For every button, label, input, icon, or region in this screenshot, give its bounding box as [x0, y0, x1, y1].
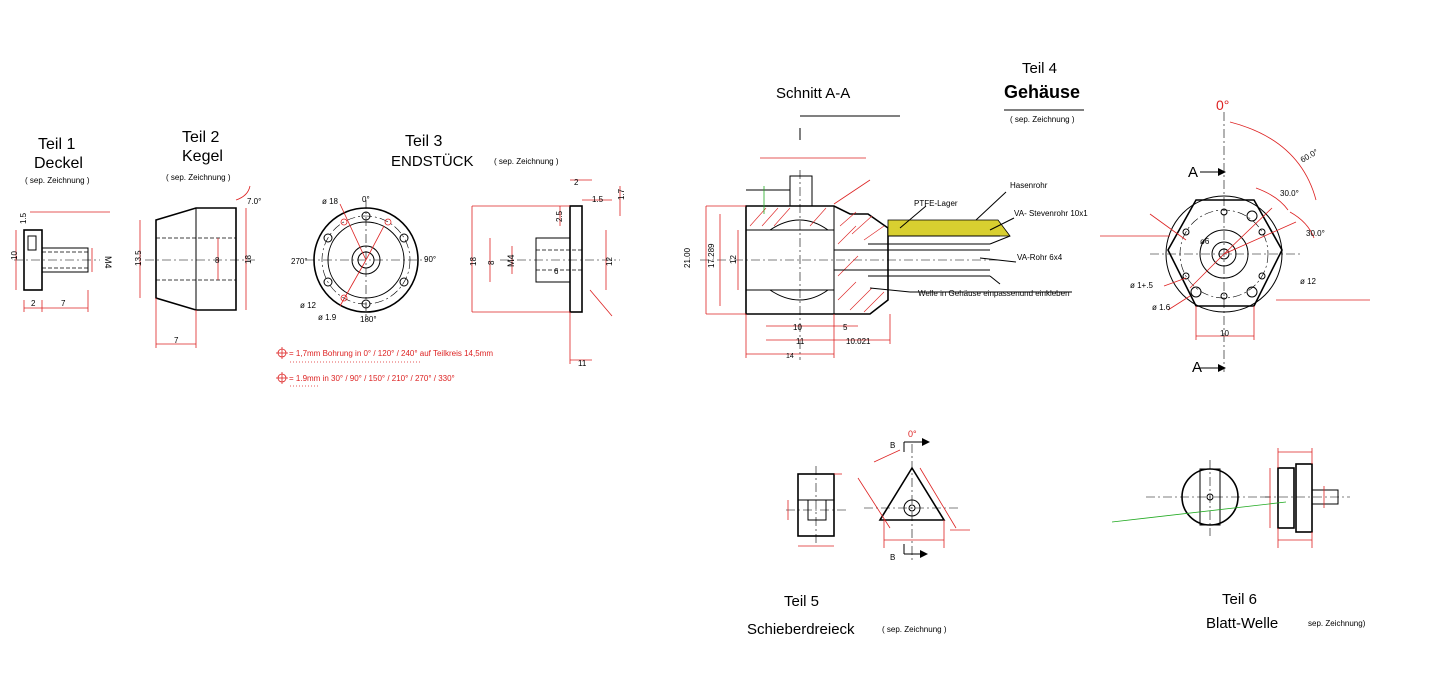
teil3-side-view — [471, 179, 621, 364]
teil4-bolt-holes — [1182, 208, 1266, 300]
teil3-bolt-holes — [323, 211, 409, 309]
schnitt-dim-21: 21.00 — [683, 247, 692, 268]
teil3-dim-1-7: 1.7 — [617, 188, 626, 200]
teil3-dim-6: 6 — [554, 267, 559, 276]
teil5-note: ( sep. Zeichnung ) — [882, 625, 947, 634]
teil4-title: Teil 4 — [1022, 60, 1057, 77]
teil4-dim-d6: ø6 — [1200, 237, 1210, 246]
teil4-note: ( sep. Zeichnung ) — [1010, 115, 1075, 124]
schnitt-dim-12: 12 — [729, 255, 738, 264]
schnitt-dim-11: 11 — [796, 337, 805, 346]
teil2-dim-8: 8 — [215, 256, 220, 265]
teil6-group: Teil 6 Blatt-Welle sep. Zeichnung) — [1111, 448, 1366, 632]
teil2-note: ( sep. Zeichnung ) — [166, 173, 231, 182]
teil3-dim-8: 8 — [487, 260, 496, 265]
teil3-dim-m4: M4 — [506, 254, 516, 267]
schnitt-dim-14: 14 — [786, 353, 794, 360]
schnitt-title: Schnitt A-A — [776, 85, 850, 102]
teil5-name: Schieberdreieck — [747, 621, 855, 638]
teil5-title: Teil 5 — [784, 593, 819, 610]
teil3-bore-note-2: = 1.9mm in 30° / 90° / 150° / 210° / 270… — [289, 374, 455, 383]
teil3-name: ENDSTÜCK — [391, 152, 474, 170]
teil4-dim-d1-5: ø 1+.5 — [1130, 281, 1153, 290]
teil4-group: Teil 4 Gehäuse ( sep. Zeichnung ) — [1004, 60, 1370, 376]
teil4-angle-0: 0° — [1216, 97, 1229, 113]
teil6-side-view — [1111, 448, 1350, 548]
teil2-name: Kegel — [182, 148, 223, 165]
teil5-angle-0: 0° — [908, 429, 917, 439]
teil2-angle: 7.0° — [247, 197, 261, 206]
teil1-dim-1-5: 1.5 — [19, 212, 28, 224]
schnitt-dim-10-021: 10.021 — [846, 337, 871, 346]
teil4-section-a-bottom: A — [1192, 359, 1202, 376]
label-va-steven: VA- Stevenrohr 10x1 — [1014, 209, 1088, 218]
teil5-front-view — [857, 438, 970, 562]
schnitt-dim-5: 5 — [843, 323, 848, 332]
schnitt-assembly — [700, 115, 1072, 360]
teil3-dim-2-5: 2.5 — [555, 210, 564, 222]
teil2-group: Teil 2 Kegel ( sep. Zeichnung ) 13.5 8 1… — [134, 129, 261, 348]
teil3-dim-d1-9: ø 1.9 — [318, 313, 337, 322]
teil3-angle-270: 270° — [291, 257, 308, 266]
teil1-dim-m4: M4 — [103, 256, 113, 269]
teil4-dim-10: 10 — [1220, 329, 1229, 338]
teil4-dim-d1-6: ø 1.6 — [1152, 303, 1171, 312]
teil3-bore-note-1: = 1,7mm Bohrung in 0° / 120° / 240° auf … — [289, 349, 493, 358]
teil5-group: 0° B B Teil 5 Schieberdreieck ( sep. Zei… — [747, 429, 970, 638]
teil1-note: ( sep. Zeichnung ) — [25, 176, 90, 185]
teil6-name: Blatt-Welle — [1206, 615, 1278, 632]
teil1-dim-2: 2 — [31, 299, 36, 308]
teil3-angle-90: 90° — [424, 255, 436, 264]
label-hasenrohr: Hasenrohr — [1010, 181, 1048, 190]
teil1-dim-10: 10 — [10, 251, 19, 260]
teil3-angle-180: 180° — [360, 315, 377, 324]
teil4-name: Gehäuse — [1004, 82, 1080, 102]
schnitt-hatch-top — [749, 207, 885, 245]
schnitt-group: Schnitt A-A — [683, 85, 1088, 360]
teil5-section-b-top: B — [890, 441, 895, 450]
teil3-note: ( sep. Zeichnung ) — [494, 157, 559, 166]
teil4-angle-60: 60.0° — [1299, 147, 1320, 164]
teil2-dim-7: 7 — [174, 336, 179, 345]
teil3-dim-12: 12 — [605, 257, 614, 266]
label-welle: Welle in Gehäuse einpassenund einkleben — [918, 289, 1070, 298]
teil5-side-view — [786, 466, 846, 547]
teil3-dim-d18: ø 18 — [322, 197, 339, 206]
teil3-dim-18: 18 — [469, 257, 478, 266]
teil3-dim-2: 2 — [574, 178, 579, 187]
teil6-note: sep. Zeichnung) — [1308, 619, 1366, 628]
teil1-view — [14, 211, 110, 312]
label-ptfe: PTFE-Lager — [914, 199, 958, 208]
teil2-dim-13-5: 13.5 — [134, 250, 143, 266]
teil3-dim-d12: ø 12 — [300, 301, 317, 310]
teil4-angle-30a: 30.0° — [1280, 189, 1299, 198]
schnitt-dim-17: 17.289 — [707, 243, 716, 268]
teil6-title: Teil 6 — [1222, 591, 1257, 608]
teil1-dim-7: 7 — [61, 299, 66, 308]
teil3-dim-11: 11 — [578, 359, 587, 368]
teil3-title: Teil 3 — [405, 133, 442, 150]
teil4-angle-30b: 30.0° — [1306, 229, 1325, 238]
teil1-name: Deckel — [34, 155, 83, 172]
teil2-title: Teil 2 — [182, 129, 219, 146]
teil3-angle-0: 0° — [362, 195, 370, 204]
teil3-dim-1-5: 1.5 — [592, 195, 604, 204]
schnitt-dim-10: 10 — [793, 323, 802, 332]
teil3-front-view — [306, 200, 426, 320]
teil3-bore-notes — [276, 347, 420, 387]
teil2-dim-18: 18 — [244, 255, 253, 264]
schnitt-hatch-bottom — [837, 255, 885, 313]
teil3-group: Teil 3 ENDSTÜCK ( sep. Zeichnung ) — [276, 133, 626, 387]
label-va-rohr: VA-Rohr 6x4 — [1017, 253, 1063, 262]
teil5-section-b-bottom: B — [890, 553, 895, 562]
teil4-front-view — [1100, 112, 1370, 372]
teil4-section-a-top: A — [1188, 164, 1198, 181]
teil1-group: Teil 1 Deckel ( sep. Zeichnung ) 10 1.5 … — [10, 136, 113, 312]
teil4-dim-d12: ø 12 — [1300, 277, 1317, 286]
teil2-view — [139, 185, 255, 348]
teil1-title: Teil 1 — [38, 136, 75, 153]
teil6-front-view — [1146, 460, 1270, 536]
